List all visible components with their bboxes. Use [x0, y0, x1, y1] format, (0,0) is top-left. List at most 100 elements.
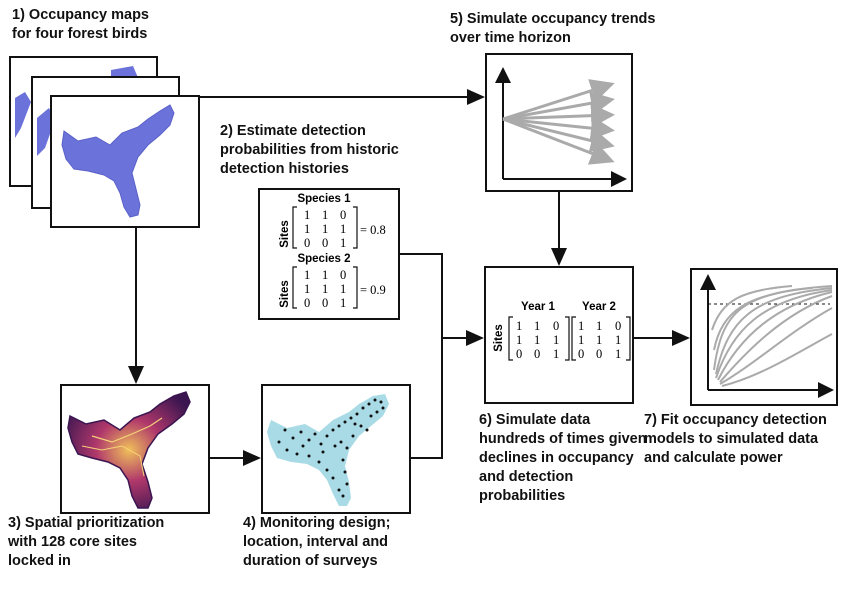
- detection-history-box: Species 1 Sites 1 1 0 1 1 1 0 0 1 = 0.8 …: [258, 188, 400, 320]
- power-curve-plot: [700, 274, 834, 398]
- trend-fan-plot: [495, 67, 627, 187]
- survey-site-dot: [379, 400, 383, 404]
- s2-cell: 0: [340, 268, 346, 282]
- survey-site-dot: [331, 476, 335, 480]
- s2-cell: 1: [322, 268, 328, 282]
- survey-site-dot: [295, 452, 299, 456]
- species2-result: = 0.9: [360, 283, 386, 297]
- s2-cell: 1: [322, 282, 328, 296]
- s1-cell: 1: [322, 208, 328, 222]
- y2-cell: 0: [615, 319, 621, 333]
- y1-cell: 1: [516, 333, 522, 347]
- s1-cell: 1: [304, 222, 310, 236]
- s2-cell: 1: [340, 296, 346, 310]
- survey-site-dot: [313, 432, 317, 436]
- survey-site-dot: [375, 410, 379, 414]
- s2-cell: 0: [304, 296, 310, 310]
- s1-cell: 1: [322, 222, 328, 236]
- occupancy-map-card-front: [50, 95, 200, 228]
- species1-sites-label: Sites: [279, 220, 291, 248]
- y1-cell: 1: [553, 333, 559, 347]
- s2-cell: 1: [304, 282, 310, 296]
- y1-cell: 1: [534, 319, 540, 333]
- monitoring-design-box: [261, 384, 411, 514]
- species2-sites-label: Sites: [279, 280, 291, 308]
- y1-cell: 0: [553, 319, 559, 333]
- survey-site-dot: [381, 406, 385, 410]
- simulate-sites-label: Sites: [493, 324, 505, 352]
- survey-site-dot: [317, 460, 321, 464]
- y2-cell: 1: [578, 333, 584, 347]
- s1-cell: 1: [304, 208, 310, 222]
- y2-cell: 1: [615, 333, 621, 347]
- s1-cell: 0: [304, 236, 310, 250]
- survey-site-dot: [307, 454, 311, 458]
- survey-site-dot: [351, 434, 355, 438]
- s1-cell: 1: [340, 222, 346, 236]
- survey-site-dot: [355, 412, 359, 416]
- y2-cell: 0: [596, 347, 602, 361]
- y2-cell: 0: [578, 347, 584, 361]
- step3-caption: 3) Spatial prioritization with 128 core …: [8, 515, 165, 569]
- survey-site-dot: [319, 442, 323, 446]
- species1-result: = 0.8: [360, 223, 386, 237]
- occupancy-trends-box: [485, 53, 633, 192]
- survey-site-dot: [361, 406, 365, 410]
- survey-site-dot: [359, 424, 363, 428]
- survey-site-dot: [285, 448, 289, 452]
- survey-site-dot: [345, 482, 349, 486]
- step5-caption: 5) Simulate occupancy trends over time h…: [450, 11, 656, 46]
- y2-cell: 1: [578, 319, 584, 333]
- y2-cell: 1: [596, 333, 602, 347]
- survey-site-dot: [339, 440, 343, 444]
- survey-site-dot: [299, 430, 303, 434]
- y1-cell: 1: [516, 319, 522, 333]
- occupancy-map: [61, 104, 175, 218]
- s1-cell: 0: [322, 236, 328, 250]
- survey-site-dot: [277, 440, 281, 444]
- step1-caption: 1) Occupancy maps for four forest birds: [12, 7, 149, 42]
- y1-cell: 0: [516, 347, 522, 361]
- survey-site-dot: [325, 434, 329, 438]
- survey-site-dot: [365, 428, 369, 432]
- monitoring-map: [267, 394, 389, 506]
- simulated-data-box: Year 1 Year 2 Sites 1 1 0 1 1 1 0 0 1 1 …: [484, 266, 634, 404]
- survey-site-dot: [337, 488, 341, 492]
- s2-cell: 1: [304, 268, 310, 282]
- survey-site-dot: [341, 494, 345, 498]
- step7-caption: 7) Fit occupancy detection models to sim…: [644, 412, 827, 466]
- survey-site-dot: [341, 458, 345, 462]
- survey-site-dot: [369, 414, 373, 418]
- spatial-prioritization-box: [60, 384, 210, 514]
- prioritization-map: [67, 391, 191, 509]
- y1-cell: 1: [534, 333, 540, 347]
- survey-site-dot: [367, 402, 371, 406]
- survey-site-dot: [333, 444, 337, 448]
- y2-cell: 1: [615, 347, 621, 361]
- survey-site-dot: [321, 450, 325, 454]
- survey-site-dot: [325, 468, 329, 472]
- survey-site-dot: [291, 436, 295, 440]
- survey-site-dot: [331, 428, 335, 432]
- year1-label: Year 1: [521, 301, 555, 313]
- arrow-detection-to-simulate: [400, 253, 484, 346]
- step6-caption: 6) Simulate data hundreds of times given…: [479, 412, 647, 504]
- y1-cell: 1: [553, 347, 559, 361]
- step2-caption: 2) Estimate detection probabilities from…: [220, 123, 399, 177]
- survey-site-dot: [343, 470, 347, 474]
- survey-site-dot: [337, 424, 341, 428]
- y1-cell: 0: [534, 347, 540, 361]
- species2-label: Species 2: [297, 253, 350, 265]
- survey-site-dot: [349, 416, 353, 420]
- survey-site-dot: [345, 446, 349, 450]
- s1-cell: 0: [340, 208, 346, 222]
- s2-cell: 0: [322, 296, 328, 310]
- s1-cell: 1: [340, 236, 346, 250]
- survey-site-dot: [301, 444, 305, 448]
- arrow-design-to-simulate: [411, 338, 443, 459]
- year2-label: Year 2: [582, 301, 616, 313]
- survey-site-dot: [307, 438, 311, 442]
- species1-label: Species 1: [297, 193, 351, 205]
- survey-site-dot: [373, 398, 377, 402]
- step4-caption: 4) Monitoring design; location, interval…: [243, 515, 391, 569]
